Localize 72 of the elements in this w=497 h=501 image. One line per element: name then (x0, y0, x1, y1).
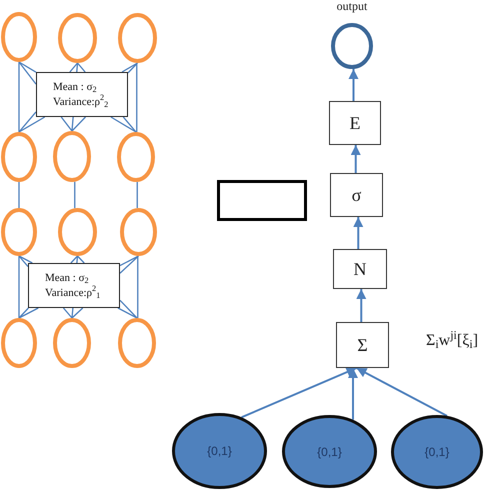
connector-line (18, 62, 20, 132)
connector-line (18, 256, 28, 267)
arrow (356, 289, 366, 322)
operator-symbol: N (354, 259, 366, 279)
connector-line (77, 256, 85, 264)
neuron-circle (118, 318, 156, 368)
neuron-circle (1, 132, 37, 182)
operator-symbol: Σ (357, 335, 368, 355)
connector-line (62, 308, 72, 318)
input-value-label: {0,1} (317, 444, 342, 460)
connector-line (69, 62, 78, 72)
arrow (241, 367, 357, 418)
connector-line (72, 116, 86, 132)
connector-line (18, 256, 20, 318)
connector-line (120, 300, 138, 318)
connector-line (18, 255, 33, 264)
neuron-circle (58, 208, 97, 256)
connector-line (71, 116, 74, 132)
connector-line (128, 62, 138, 74)
connector-line (120, 256, 139, 274)
connector-line (76, 62, 78, 72)
connector-line (110, 116, 136, 133)
connector-line (18, 182, 20, 208)
connector-line (18, 61, 36, 73)
stats-text: Mean : σ$_{2}$ (53, 80, 97, 94)
connector-line (18, 62, 37, 85)
connector-line (18, 116, 46, 133)
neuron-circle (53, 131, 91, 182)
connector-line (122, 116, 136, 132)
neuron-circle (120, 208, 157, 256)
neuron-circle (1, 12, 37, 62)
empty-box (217, 180, 307, 221)
operator-symbol: E (350, 113, 360, 133)
connector-line (137, 256, 138, 318)
neuron-circle (118, 13, 157, 63)
connector-line (70, 256, 78, 264)
connector-line (120, 255, 139, 266)
arrow (348, 68, 358, 101)
connector-line (18, 308, 29, 318)
connector-line (71, 308, 74, 318)
connector-line (60, 116, 73, 132)
arrow (348, 368, 358, 420)
neuron-circle (117, 132, 155, 182)
operator-box (329, 101, 381, 145)
connector-line (18, 307, 39, 319)
operator-box (336, 322, 389, 368)
neuron-circle (53, 318, 91, 368)
output-label: output (336, 0, 368, 13)
formula-label: Σ$_{i}$w$^{ji}$[ξ$_{i}$] (426, 331, 480, 351)
operator-box (330, 173, 383, 217)
output-circle (331, 23, 373, 69)
input-value-label: {0,1} (207, 443, 232, 460)
operator-box (333, 249, 387, 289)
connector-line (136, 62, 138, 132)
neuron-circle (58, 13, 97, 63)
input-value-label: {0,1} (424, 444, 450, 461)
connector-line (77, 62, 86, 72)
connector-line (122, 62, 138, 73)
arrow (350, 145, 361, 173)
stats-box (28, 263, 120, 308)
stats-text: Mean : σ$_{2}$ (45, 270, 89, 286)
connector-line (118, 307, 138, 319)
arrow (356, 367, 448, 417)
connector-line (74, 182, 76, 208)
operator-symbol: σ (352, 185, 362, 205)
stats-box (36, 72, 128, 117)
arrow (353, 217, 364, 249)
neuron-circle (1, 208, 37, 256)
neuron-circle (1, 318, 37, 368)
connector-line (72, 308, 84, 318)
connector-line (136, 182, 138, 208)
connector-line (18, 112, 36, 132)
